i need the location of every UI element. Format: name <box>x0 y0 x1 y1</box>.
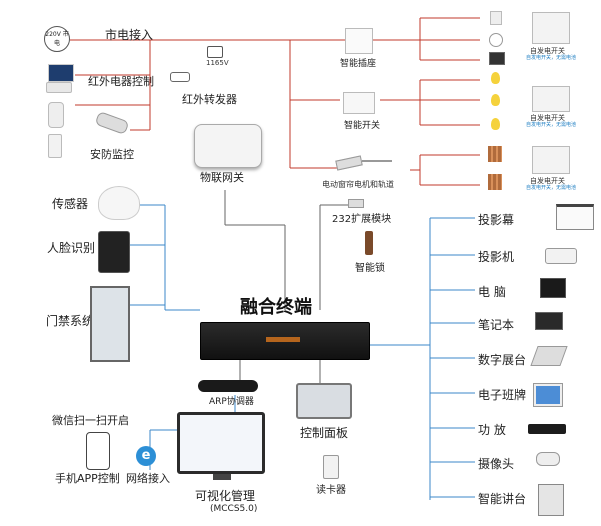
face-recognition-label: 人脸识别 <box>47 241 96 255</box>
expansion-label: 232扩展模块 <box>332 214 392 225</box>
arp-label: ARP协调器 <box>209 397 254 407</box>
door-sensor-icon <box>48 134 62 158</box>
smart-socket-label: 智能插座 <box>340 59 377 69</box>
sensor-icon <box>98 186 140 220</box>
self-switch-icon-1 <box>532 12 570 44</box>
iot-gateway-icon <box>194 124 262 168</box>
bulb-icon-2 <box>491 94 500 106</box>
self-switch-sub-2: 自发电开关，无需电池 <box>526 122 577 128</box>
smart-switch-icon <box>343 92 375 114</box>
right-item-label-0: 投影幕 <box>478 213 515 227</box>
smart-lock-icon <box>365 231 373 255</box>
ceiling-fan-icon <box>489 33 503 47</box>
ie-browser-icon: e <box>136 446 156 466</box>
smart-lock-label: 智能锁 <box>355 263 385 274</box>
smart-socket-icon <box>345 28 373 54</box>
sensor-label: 传感器 <box>52 197 89 211</box>
face-terminal-icon <box>98 231 130 273</box>
mains-label: 市电接入 <box>105 28 154 42</box>
right-item-label-1: 投影机 <box>478 250 515 264</box>
curtain-icon-2 <box>488 174 502 190</box>
card-reader-icon <box>323 455 339 479</box>
curtain-label: 电动窗帘电机和轨道 <box>322 180 394 189</box>
self-switch-icon-2 <box>532 86 570 112</box>
right-item-label-2: 电 脑 <box>478 285 506 299</box>
mains-badge-text: 220V 市电 <box>45 31 69 47</box>
computer-icon <box>540 278 566 298</box>
arp-coordinator-icon <box>198 380 258 392</box>
visual-management-label: 可视化管理 <box>195 489 256 503</box>
desktop-pc-icon <box>489 52 505 65</box>
page-title: 融合终端 <box>240 297 312 318</box>
self-switch-label-3: 自发电开关 <box>530 177 565 185</box>
fusion-terminal-icon <box>200 322 370 360</box>
smart-podium-icon <box>538 484 564 516</box>
self-switch-sub-3: 自发电开关，无需电池 <box>526 185 577 191</box>
bulb-icon-1 <box>491 72 500 84</box>
right-item-label-3: 笔记本 <box>478 318 515 332</box>
control-panel-icon <box>296 383 352 419</box>
laptop-icon <box>535 312 563 330</box>
mains-badge-icon: 220V 市电 <box>44 26 70 52</box>
self-switch-sub-1: 自发电开关，无需电池 <box>526 55 577 61</box>
ir-repeater-label: 红外转发器 <box>182 93 237 106</box>
ir-control-label: 红外电器控制 <box>88 75 154 88</box>
small-box-icon <box>207 46 223 58</box>
card-reader-label: 读卡器 <box>316 485 346 496</box>
curtain-icon-1 <box>488 146 502 162</box>
expansion-module-icon <box>348 199 364 208</box>
small-box-label: 1165V <box>206 59 229 67</box>
monitor-icon <box>177 412 265 474</box>
control-panel-label: 控制面板 <box>300 426 349 440</box>
visual-management-sub: (MCCS5.0) <box>210 504 258 514</box>
right-item-label-8: 智能讲台 <box>478 492 527 506</box>
air-conditioner-icon <box>46 82 72 93</box>
door-icon <box>90 286 130 362</box>
right-item-label-7: 摄像头 <box>478 457 515 471</box>
projector-icon <box>545 248 577 264</box>
terminal-display <box>266 337 300 342</box>
camera-icon <box>536 452 560 466</box>
wall-light-icon <box>490 11 502 25</box>
self-switch-label-2: 自发电开关 <box>530 114 565 122</box>
pir-sensor-icon <box>48 102 64 128</box>
projection-screen-icon <box>556 204 594 230</box>
bulb-icon-3 <box>491 118 500 130</box>
web-access-label: 网络接入 <box>126 472 170 485</box>
security-label: 安防监控 <box>90 148 134 161</box>
tv-icon <box>48 64 74 82</box>
self-switch-icon-3 <box>532 146 570 174</box>
wechat-label: 微信扫一扫开启 <box>52 414 129 427</box>
right-item-label-6: 功 放 <box>478 423 506 437</box>
amplifier-icon <box>528 424 566 434</box>
monitor-stand-icon <box>213 474 231 480</box>
smart-switch-label: 智能开关 <box>344 121 381 131</box>
iot-gateway-label: 物联网关 <box>200 171 244 184</box>
phone-icon <box>86 432 110 470</box>
right-item-label-5: 电子班牌 <box>478 388 527 402</box>
self-switch-label-1: 自发电开关 <box>530 47 565 55</box>
ir-repeater-icon <box>170 72 190 82</box>
right-item-label-4: 数字展台 <box>478 353 527 367</box>
class-board-icon <box>534 384 562 406</box>
access-control-label: 门禁系统 <box>46 314 95 328</box>
curtain-track-icon <box>362 160 392 162</box>
app-control-label: 手机APP控制 <box>55 472 120 485</box>
